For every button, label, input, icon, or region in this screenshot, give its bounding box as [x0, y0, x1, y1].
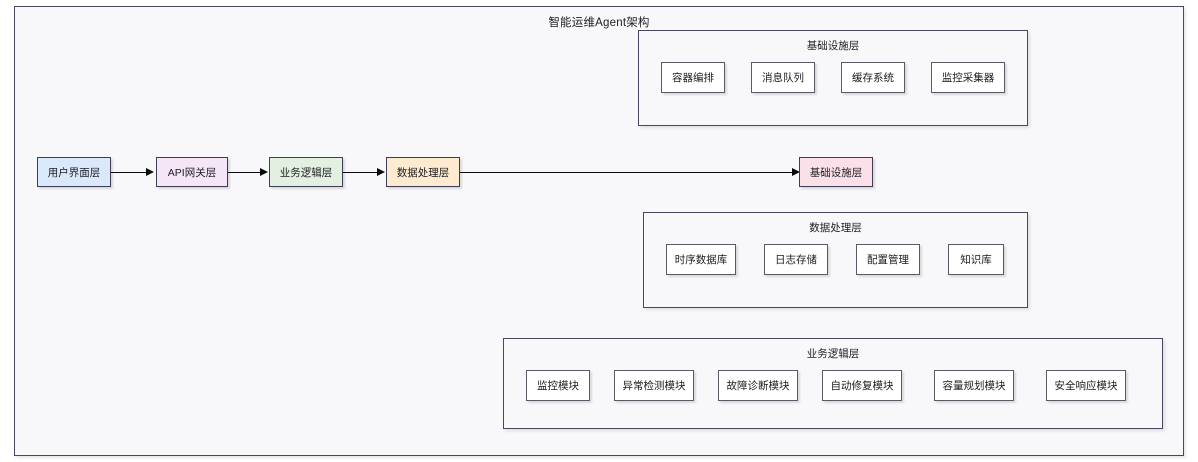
flow-node-infrastructure-layer[interactable]: 基础设施层 — [799, 157, 873, 187]
node-container-orchestration[interactable]: 容器编排 — [661, 62, 725, 93]
node-fault-diagnosis-module[interactable]: 故障诊断模块 — [718, 370, 798, 401]
node-anomaly-detection-module[interactable]: 异常检测模块 — [614, 370, 694, 401]
flow-arrow-api-to-biz-line — [228, 172, 260, 173]
group-data-processing: 数据处理层 时序数据库 日志存储 配置管理 知识库 — [643, 212, 1028, 308]
node-cache-system[interactable]: 缓存系统 — [841, 62, 905, 93]
node-knowledge-base[interactable]: 知识库 — [948, 244, 1004, 275]
flow-arrow-data-to-infra-head — [792, 167, 800, 176]
diagram-title: 智能运维Agent架构 — [548, 17, 650, 29]
node-log-storage[interactable]: 日志存储 — [764, 244, 828, 275]
flow-arrow-data-to-infra-line — [460, 172, 792, 173]
group-infrastructure: 基础设施层 容器编排 消息队列 缓存系统 监控采集器 — [638, 30, 1028, 126]
node-capacity-planning-module[interactable]: 容量规划模块 — [934, 370, 1014, 401]
group-data-processing-title: 数据处理层 — [809, 222, 862, 234]
flow-arrow-ui-to-api-line — [111, 172, 146, 173]
group-business-logic-title: 业务逻辑层 — [806, 348, 860, 360]
node-auto-repair-module[interactable]: 自动修复模块 — [822, 370, 902, 401]
flow-node-api-gateway-layer[interactable]: API网关层 — [156, 157, 228, 187]
flow-arrow-biz-to-data-head — [377, 167, 385, 176]
node-monitoring-module[interactable]: 监控模块 — [526, 370, 590, 401]
flow-arrow-api-to-biz-head — [260, 167, 268, 176]
group-infrastructure-title: 基础设施层 — [806, 40, 860, 52]
flow-node-data-processing-layer[interactable]: 数据处理层 — [386, 157, 460, 187]
flow-arrow-ui-to-api-head — [146, 167, 154, 176]
flow-node-business-logic-layer[interactable]: 业务逻辑层 — [269, 157, 343, 187]
node-config-management[interactable]: 配置管理 — [856, 244, 920, 275]
node-monitoring-collector[interactable]: 监控采集器 — [931, 62, 1005, 93]
group-business-logic: 业务逻辑层 监控模块 异常检测模块 故障诊断模块 自动修复模块 容量规划模块 安… — [503, 338, 1163, 429]
flow-arrow-biz-to-data-line — [343, 172, 377, 173]
node-message-queue[interactable]: 消息队列 — [751, 62, 815, 93]
flow-node-ui-layer[interactable]: 用户界面层 — [37, 157, 111, 187]
node-timeseries-database[interactable]: 时序数据库 — [666, 244, 736, 275]
node-security-response-module[interactable]: 安全响应模块 — [1046, 370, 1126, 401]
